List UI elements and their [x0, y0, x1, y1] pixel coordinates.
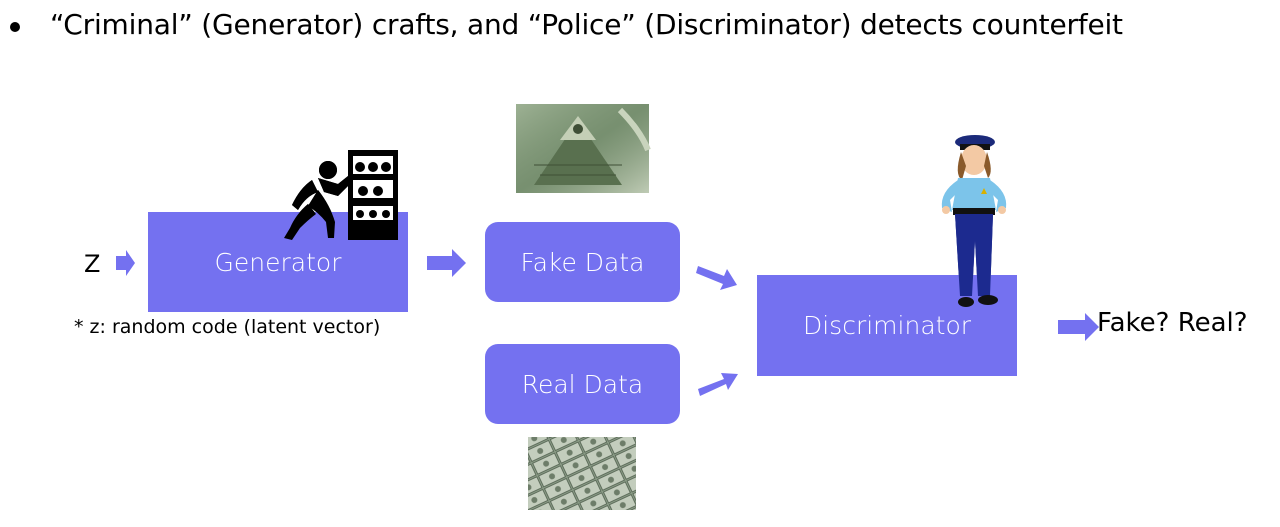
discriminator-to-output-arrow [1058, 313, 1099, 341]
police-foreground [955, 214, 998, 307]
real-to-discriminator-arrow [698, 373, 738, 396]
z-input-label: Z [84, 250, 100, 278]
criminal-foreground [284, 150, 398, 240]
z-note: * z: random code (latent vector) [74, 316, 380, 338]
output-label: Fake? Real? [1097, 308, 1248, 338]
z-to-generator-arrow [116, 250, 135, 276]
generator-to-fake-arrow [427, 249, 466, 277]
fake-to-discriminator-arrow [696, 266, 737, 290]
